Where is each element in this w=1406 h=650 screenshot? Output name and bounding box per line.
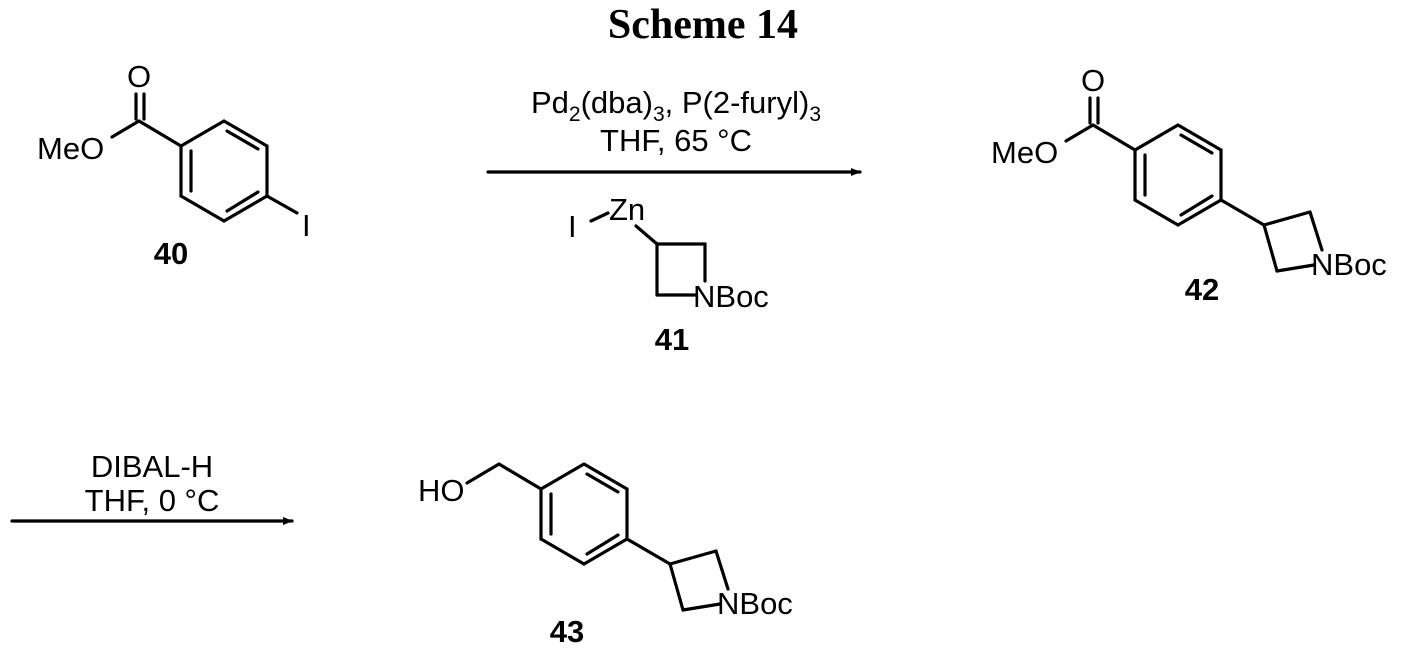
compound-43-hydroxyl-label: HO bbox=[418, 473, 465, 508]
compound-41-nboc-label: NBoc bbox=[693, 279, 769, 314]
step1-conditions: THF, 65 °C bbox=[600, 123, 752, 158]
compound-41-zinc-label: Zn bbox=[609, 192, 645, 227]
compound-43: HO NBoc 43 bbox=[418, 464, 793, 649]
reaction-step-2: DIBAL-H THF, 0 °C bbox=[12, 449, 292, 521]
compound-40-iodine-label: I bbox=[302, 208, 311, 243]
compound-40-number: 40 bbox=[154, 236, 188, 271]
compound-43-nboc-label: NBoc bbox=[717, 586, 793, 621]
step1-catalyst-text: Pd2(dba)3, P(2-furyl)3 bbox=[531, 85, 821, 126]
compound-40: O MeO I 40 bbox=[37, 59, 311, 271]
step2-conditions: THF, 0 °C bbox=[85, 483, 220, 518]
compound-40-carbonyl-oxygen: O bbox=[127, 59, 151, 94]
step1-catalyst-pd: Pd bbox=[531, 85, 569, 120]
compound-42: O MeO NBoc 42 bbox=[991, 63, 1387, 307]
compound-42-nboc-label: NBoc bbox=[1311, 247, 1387, 282]
compound-41: I Zn NBoc 41 bbox=[568, 192, 769, 357]
compound-40-ester-label: MeO bbox=[37, 131, 104, 166]
compound-42-carbonyl-oxygen: O bbox=[1081, 63, 1105, 98]
scheme-title: Scheme 14 bbox=[608, 2, 798, 48]
compound-41-number: 41 bbox=[655, 322, 689, 357]
compound-42-bonds bbox=[1066, 98, 1322, 271]
step1-catalyst-dba: (dba) bbox=[581, 85, 653, 120]
reaction-step-1: Pd2(dba)3, P(2-furyl)3 THF, 65 °C bbox=[488, 85, 860, 172]
compound-43-bonds bbox=[467, 464, 728, 610]
compound-40-bonds bbox=[112, 94, 297, 221]
compound-41-iodine-label: I bbox=[568, 209, 577, 244]
compound-43-number: 43 bbox=[550, 614, 584, 649]
step1-catalyst-ligand-subscript: 3 bbox=[809, 103, 821, 126]
step1-catalyst-pd-subscript: 2 bbox=[569, 103, 581, 126]
compound-42-number: 42 bbox=[1185, 272, 1219, 307]
step1-catalyst-ligand: , P(2-furyl) bbox=[665, 85, 810, 120]
compound-42-ester-label: MeO bbox=[991, 135, 1058, 170]
step2-reagent: DIBAL-H bbox=[91, 449, 213, 484]
